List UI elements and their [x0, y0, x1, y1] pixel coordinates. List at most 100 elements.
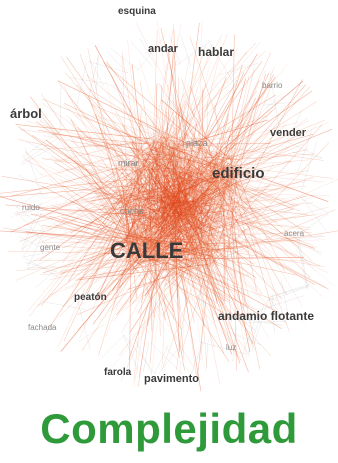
network-edge [154, 160, 162, 191]
network-edge [62, 138, 156, 263]
network-edge [72, 248, 131, 285]
network-edge [165, 161, 176, 190]
network-edge [152, 194, 170, 228]
network-edge [239, 178, 254, 215]
network-edge [172, 218, 311, 228]
network-edge [130, 180, 140, 259]
network-edge [158, 134, 243, 149]
network-edge [199, 206, 219, 228]
network-edge [129, 154, 170, 204]
network-edge [160, 192, 204, 196]
network-edge [117, 247, 138, 276]
network-edge [85, 169, 152, 262]
network-edge [159, 141, 270, 340]
node-label-ruido: ruido [22, 203, 40, 212]
network-edge [151, 213, 322, 238]
network-edge [170, 204, 172, 212]
network-edge [176, 195, 224, 224]
network-edge [198, 253, 297, 276]
network-edge [173, 138, 181, 260]
network-edge [106, 50, 129, 74]
node-label-arbol: árbol [10, 106, 42, 121]
network-edge [111, 74, 188, 264]
network-edge [178, 248, 190, 386]
network-edge [81, 199, 182, 352]
network-edge [156, 200, 171, 203]
network-edge [150, 173, 157, 229]
network-edge [143, 247, 213, 302]
network-edge [219, 74, 274, 166]
network-edge [140, 192, 157, 215]
network-edge [171, 146, 218, 303]
network-edge [171, 146, 234, 178]
network-edge [230, 169, 286, 272]
network-edge [33, 259, 186, 261]
network-edge [161, 185, 196, 203]
network-edge [220, 177, 249, 298]
network-edge [145, 124, 172, 155]
network-edge [160, 207, 168, 219]
network-edge [128, 257, 233, 263]
network-edge [172, 187, 186, 206]
network-edge [167, 208, 186, 240]
network-edge [38, 116, 61, 135]
network-edge [172, 207, 229, 264]
network-edge [198, 176, 212, 242]
network-edge [89, 60, 104, 87]
network-edge [25, 151, 142, 263]
network-edge [168, 143, 234, 280]
network-edge [195, 20, 203, 269]
network-edge [45, 123, 167, 209]
network-edge [212, 165, 287, 295]
network-edge [183, 203, 192, 239]
network-edge [170, 90, 313, 191]
network-edge [163, 136, 241, 364]
network-edge [139, 209, 169, 230]
network-edge [135, 125, 318, 254]
network-edge [26, 121, 163, 157]
network-edge [171, 185, 203, 205]
network-edge [143, 149, 159, 151]
network-edge [192, 170, 196, 176]
network-edge [132, 218, 161, 223]
network-edge [188, 157, 190, 200]
network-edge [197, 257, 219, 259]
network-edge [122, 169, 228, 176]
network-edge [207, 123, 211, 166]
network-edge [133, 259, 147, 382]
network-edge [220, 98, 246, 180]
network-edge [122, 56, 152, 244]
network-edge [103, 135, 155, 180]
network-edge [20, 146, 55, 166]
network-edge [56, 146, 152, 174]
network-edge [189, 146, 214, 183]
network-edge [150, 217, 165, 220]
network-edge [128, 183, 138, 185]
network-edge [197, 147, 233, 158]
network-edge [176, 191, 240, 230]
network-edge [80, 211, 168, 271]
network-edge [176, 210, 196, 245]
network-edge [139, 125, 216, 167]
network-edge [124, 154, 179, 219]
network-edge [105, 164, 218, 219]
network-edge [89, 161, 149, 253]
network-edge [126, 238, 229, 285]
network-edge [69, 156, 172, 204]
network-edge [162, 246, 204, 251]
network-edge [225, 173, 246, 307]
network-edge [214, 149, 309, 172]
network-edge [175, 201, 262, 298]
network-edge [164, 156, 185, 361]
network-edge [177, 200, 202, 214]
network-edge [174, 164, 176, 185]
network-edge [202, 124, 323, 260]
network-edge [30, 213, 202, 257]
network-edge [235, 124, 286, 170]
network-edge [169, 146, 239, 174]
network-edge [102, 197, 183, 202]
network-edge [88, 54, 99, 98]
network-edge [155, 212, 174, 225]
network-edge [210, 174, 258, 258]
network-edge [198, 164, 210, 220]
